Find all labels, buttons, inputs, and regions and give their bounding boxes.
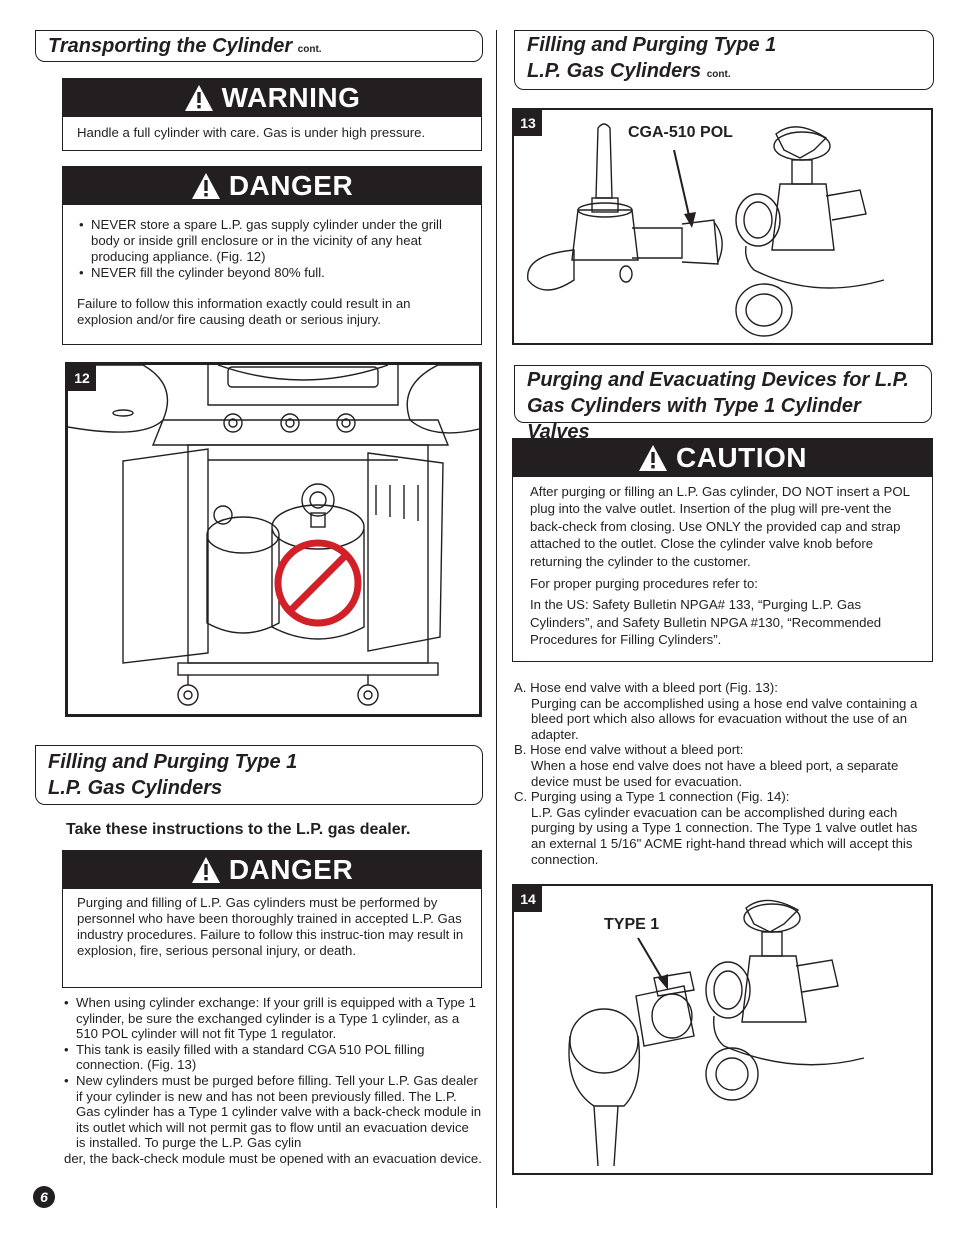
list-item-body: Purging can be accomplished using a hose…	[531, 695, 918, 742]
page-number: 6	[33, 1186, 55, 1208]
fill-heading-left-line2: L.P. Gas Cylinders	[48, 777, 223, 799]
transport-heading-text: Transporting the Cylinder	[48, 35, 293, 57]
danger-body-storage: NEVER store a spare L.P. gas supply cyli…	[63, 205, 481, 338]
figure-13-label: CGA-510 POL	[628, 124, 733, 141]
fill-heading-right: Filling and Purging Type 1 L.P. Gas Cyli…	[514, 30, 934, 90]
fill-heading-right-line1: Filling and Purging Type 1	[527, 34, 777, 56]
list-item: New cylinders must be purged before fill…	[62, 1073, 482, 1151]
list-item: NEVER fill the cylinder beyond 80% full.	[77, 265, 467, 281]
left-bullet-list: When using cylinder exchange: If your gr…	[62, 995, 482, 1167]
figure-12: 12	[65, 362, 482, 717]
warning-title: WARNING	[221, 82, 361, 113]
fill-heading-left: Filling and Purging Type 1 L.P. Gas Cyli…	[35, 745, 483, 805]
figure-number: 14	[514, 886, 542, 912]
figure-14-label: TYPE 1	[604, 916, 660, 933]
warning-icon	[638, 445, 667, 471]
purge-heading-line1: Purging and Evacuating Devices for L.P.	[527, 369, 909, 391]
transport-heading: Transporting the Cylinder cont.	[35, 30, 483, 62]
figure-13: 13 CGA-510 POL	[512, 108, 933, 345]
list-item: NEVER store a spare L.P. gas supply cyli…	[77, 217, 467, 265]
prohibition-icon	[274, 539, 362, 627]
danger-title-storage: DANGER	[228, 170, 354, 201]
danger-box-purging: DANGER Purging and filling of L.P. Gas c…	[62, 850, 482, 988]
list-item: This tank is easily filled with a standa…	[62, 1042, 482, 1073]
type1-valve-illustration	[568, 899, 865, 1167]
pol-valve-illustration	[527, 123, 885, 337]
caution-body: After purging or filling an L.P. Gas cyl…	[513, 477, 932, 649]
danger-body-purging: Purging and filling of L.P. Gas cylinder…	[77, 895, 464, 958]
danger-note-storage: Failure to follow this information exact…	[77, 296, 411, 327]
fill-heading-right-suffix: cont.	[706, 69, 731, 80]
list-item: When using cylinder exchange: If your gr…	[62, 995, 482, 1042]
fill-heading-left-line1: Filling and Purging Type 1	[48, 751, 298, 773]
list-item-title: C. Purging using a Type 1 connection (Fi…	[514, 789, 790, 805]
purge-heading: Purging and Evacuating Devices for L.P. …	[514, 365, 932, 443]
list-item-body: When a hose end valve does not have a bl…	[531, 757, 899, 789]
take-instructions: Take these instructions to the L.P. gas …	[66, 821, 411, 838]
purge-heading-line2: Gas Cylinders with Type 1 Cylinder Valve…	[527, 395, 861, 443]
column-divider	[496, 30, 497, 1208]
caution-box: CAUTION After purging or filling an L.P.…	[512, 438, 933, 662]
figure-14: 14 TYPE 1	[512, 884, 933, 1175]
list-item-title: B. Hose end valve without a bleed port:	[514, 742, 744, 758]
danger-box-storage: DANGER NEVER store a spare L.P. gas supp…	[62, 166, 482, 345]
caution-paragraph: In the US: Safety Bulletin NPGA# 133, “P…	[530, 597, 882, 648]
caution-title: CAUTION	[675, 442, 808, 473]
warning-bar: WARNING	[63, 79, 481, 117]
caution-bar: CAUTION	[513, 439, 932, 477]
warning-icon	[184, 85, 213, 111]
figure-number: 12	[68, 365, 96, 391]
caution-paragraph: After purging or filling an L.P. Gas cyl…	[530, 484, 910, 569]
list-item-title: A. Hose end valve with a bleed port (Fig…	[514, 680, 778, 695]
figure-number: 13	[514, 110, 542, 136]
danger-bar-purging: DANGER	[63, 851, 481, 889]
danger-bar-storage: DANGER	[63, 167, 481, 205]
purging-methods-list: A. Hose end valve with a bleed port (Fig…	[514, 680, 934, 867]
warning-text: Handle a full cylinder with care. Gas is…	[77, 125, 426, 140]
warning-icon	[191, 173, 220, 199]
fill-heading-right-line2: L.P. Gas Cylinders	[527, 60, 702, 82]
danger-title-purging: DANGER	[228, 854, 354, 885]
bullet-tail: der, the back-check module must be opene…	[64, 1150, 482, 1166]
warning-icon	[191, 857, 220, 883]
warning-box: WARNING Handle a full cylinder with care…	[62, 78, 482, 151]
grill-illustration	[68, 365, 479, 706]
list-item-body: L.P. Gas cylinder evacuation can be acco…	[531, 804, 918, 867]
transport-heading-suffix: cont.	[297, 44, 322, 55]
caution-paragraph: For proper purging procedures refer to:	[530, 576, 758, 592]
